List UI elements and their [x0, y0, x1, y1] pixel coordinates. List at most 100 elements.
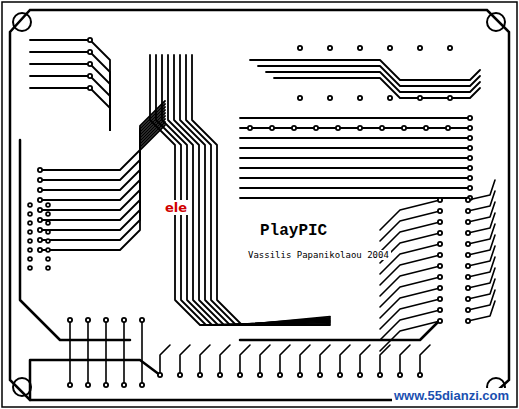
drill-hole — [29, 249, 31, 251]
pad — [45, 220, 51, 226]
silkscreen-text: Vassilis Papanikolaou 2004 — [246, 250, 391, 260]
pad — [67, 317, 73, 323]
trace — [162, 55, 330, 325]
trace — [69, 320, 71, 385]
trace — [400, 345, 410, 375]
pad — [317, 372, 323, 378]
drill-hole — [39, 169, 41, 171]
drill-hole — [87, 319, 89, 321]
trace — [240, 117, 470, 119]
pad — [37, 177, 43, 183]
trace — [468, 290, 495, 310]
drill-hole — [199, 374, 201, 376]
trace — [280, 345, 290, 375]
trace — [192, 55, 330, 325]
pad — [87, 61, 93, 67]
pad — [157, 372, 163, 378]
pad — [465, 274, 471, 280]
pad — [37, 167, 43, 173]
pad — [121, 382, 127, 388]
drill-hole — [425, 127, 427, 129]
pad — [337, 372, 343, 378]
drill-hole — [419, 374, 421, 376]
pad — [297, 95, 303, 101]
trace — [240, 187, 470, 189]
pad — [237, 372, 243, 378]
pad — [437, 285, 443, 291]
drill-hole — [439, 210, 441, 212]
pad — [437, 318, 443, 324]
trace — [468, 235, 495, 255]
trace — [468, 301, 495, 321]
trace — [274, 78, 480, 98]
trace — [300, 345, 310, 375]
trace — [30, 76, 110, 130]
drill-hole — [39, 189, 41, 191]
board-outline — [10, 10, 509, 400]
pad — [437, 230, 443, 236]
drill-hole — [89, 75, 91, 77]
pad — [291, 125, 297, 131]
pad — [27, 211, 33, 217]
pad — [397, 372, 403, 378]
pad — [257, 372, 263, 378]
drill-hole — [439, 232, 441, 234]
trace — [150, 55, 330, 325]
trace — [380, 222, 440, 252]
trace — [240, 197, 470, 199]
drill-hole — [359, 97, 361, 99]
pad — [27, 265, 33, 271]
pad — [379, 125, 385, 131]
trace — [380, 277, 440, 307]
pad — [447, 45, 453, 51]
drill-hole — [219, 374, 221, 376]
drill-hole — [105, 319, 107, 321]
pad — [387, 95, 393, 101]
drill-hole — [467, 265, 469, 267]
drill-hole — [439, 276, 441, 278]
pad — [467, 115, 473, 121]
drill-hole — [279, 374, 281, 376]
pad — [467, 155, 473, 161]
drill-hole — [105, 384, 107, 386]
pad — [177, 372, 183, 378]
drill-hole — [299, 47, 301, 49]
drill-hole — [47, 240, 49, 242]
drill-hole — [87, 384, 89, 386]
trace — [468, 279, 495, 299]
pad — [437, 241, 443, 247]
drill-hole — [467, 221, 469, 223]
drill-hole — [467, 276, 469, 278]
drill-hole — [467, 199, 469, 201]
drill-hole — [47, 222, 49, 224]
pad — [465, 307, 471, 313]
pad — [445, 125, 451, 131]
trace — [180, 345, 190, 375]
drill-hole — [339, 374, 341, 376]
drill-hole — [47, 213, 49, 215]
drill-hole — [239, 374, 241, 376]
copper-traces — [20, 40, 495, 400]
drill-hole — [47, 267, 49, 269]
drill-hole — [447, 127, 449, 129]
pad — [37, 247, 43, 253]
pad — [467, 175, 473, 181]
drill-hole — [467, 320, 469, 322]
drill-hole — [467, 210, 469, 212]
drill-hole — [469, 117, 471, 119]
drill-hole — [123, 384, 125, 386]
trace — [180, 55, 330, 325]
drill-hole — [89, 63, 91, 65]
trace — [468, 246, 495, 266]
drill-hole — [381, 127, 383, 129]
trace — [174, 55, 330, 325]
pad — [27, 256, 33, 262]
trace — [141, 320, 143, 385]
copper-pads — [13, 13, 505, 396]
pad — [437, 263, 443, 269]
pad — [357, 95, 363, 101]
pad — [103, 317, 109, 323]
drill-hole — [469, 147, 471, 149]
drill-hole — [299, 374, 301, 376]
drill-hole — [403, 127, 405, 129]
